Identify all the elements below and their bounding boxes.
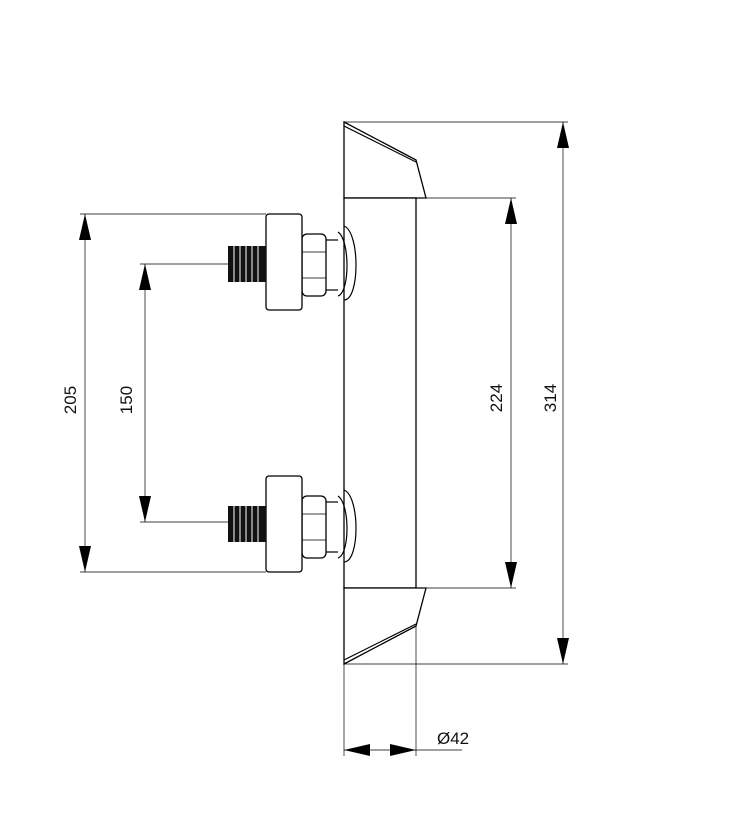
mixer-body (343, 120, 427, 666)
dimension-label-150: 150 (117, 386, 136, 414)
dimension-connector-span: 205 (61, 213, 266, 573)
dimension-label-224: 224 (487, 384, 506, 412)
dimension-overall-height: 314 (344, 121, 569, 665)
dimension-diameter: Ø42 (343, 626, 469, 756)
lower-connector (228, 475, 357, 573)
dimension-label-205: 205 (61, 386, 80, 414)
dimension-label-314: 314 (541, 384, 560, 412)
dimension-inlet-spacing: 150 (117, 263, 228, 523)
dimension-body-height: 224 (426, 197, 517, 589)
upper-connector (228, 213, 357, 311)
dimension-label-diameter: Ø42 (437, 729, 469, 748)
